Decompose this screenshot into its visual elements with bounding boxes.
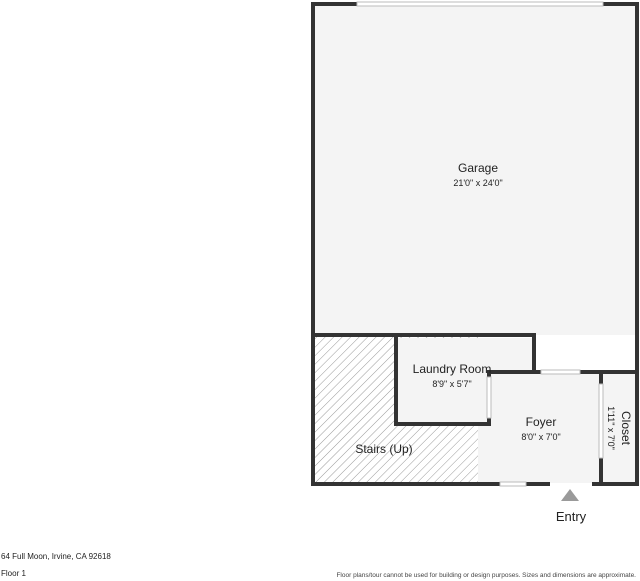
garage-name: Garage [458, 161, 498, 175]
foyer-dims: 8'0" x 7'0" [521, 432, 560, 442]
laundry-name: Laundry Room [413, 362, 492, 376]
closet-dims-label: 1'11" x 7'0" [606, 406, 616, 450]
entry-label: Entry [556, 509, 587, 524]
garage-dims: 21'0" x 24'0" [453, 178, 502, 188]
foyer-floor [478, 372, 600, 483]
entry-arrow-icon [561, 489, 579, 501]
stairs-name: Stairs (Up) [355, 442, 412, 456]
openings [356, 1, 604, 487]
laundry-dims: 8'9" x 5'7" [432, 379, 471, 389]
garage-floor [313, 4, 637, 335]
walls [311, 2, 639, 486]
foyer-name: Foyer [526, 415, 557, 429]
property-address: 64 Full Moon, Irvine, CA 92618 [1, 552, 111, 561]
garage-door-opening [356, 1, 604, 7]
floor-label: Floor 1 [1, 569, 26, 578]
laundry-door-opening [486, 376, 492, 419]
closet-name: Closet [619, 411, 633, 446]
closet-label: Closet [619, 411, 633, 446]
foyer-window [540, 369, 581, 375]
disclaimer-text: Floor plans/tour cannot be used for buil… [336, 572, 636, 579]
closet-floor [603, 372, 637, 483]
closet-dims: 1'11" x 7'0" [606, 406, 616, 450]
entry-window [499, 481, 527, 487]
closet-door-opening [598, 383, 604, 459]
